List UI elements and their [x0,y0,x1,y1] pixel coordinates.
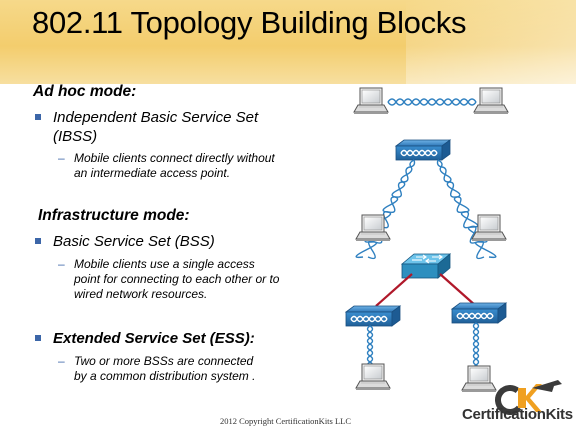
adhoc-laptop-right-icon [473,87,509,115]
adhoc-sub-text: Mobile clients connect directly without … [74,151,275,180]
infra-bullet-text: Basic Service Set (BSS) [53,233,215,250]
ess-wireless-links [366,322,480,372]
bullet-square-icon [35,114,41,120]
adhoc-laptop-left-icon [353,87,389,115]
adhoc-heading: Ad hoc mode: [33,83,137,100]
bss-wireless-links [355,159,497,260]
page-title: 802.11 Topology Building Blocks [32,5,467,40]
logo-text: CertificationKits [462,406,573,423]
bullet-square-icon [35,335,41,341]
ess-laptop-left-icon [355,363,391,391]
dash-icon: – [58,151,65,165]
certificationkits-logo-icon: CK [472,380,562,415]
adhoc-wireless-link [387,98,477,106]
infra-bullet: Basic Service Set (BSS) [35,232,283,251]
bss-laptop-right-icon [471,214,507,242]
infra-heading: Infrastructure mode: [38,207,190,224]
logo-mark: CK [472,383,474,385]
ess-switch-icon [400,253,452,279]
adhoc-bullet: Independent Basic Service Set (IBSS) [35,108,283,146]
adhoc-sub: – Mobile clients connect directly withou… [58,151,284,181]
ess-access-point-right-icon [451,302,507,324]
infra-sub: – Mobile clients use a single access poi… [58,257,284,302]
ess-sub-text: Two or more BSSs are connected by a comm… [74,354,256,383]
infra-sub-text: Mobile clients use a single access point… [74,257,280,301]
bullet-square-icon [35,238,41,244]
dash-icon: – [58,257,65,271]
ess-wired-links [375,273,477,307]
bss-access-point-icon [395,139,451,161]
topology-diagram [345,87,509,393]
adhoc-bullet-text: Independent Basic Service Set (IBSS) [53,109,259,145]
ess-bullet: Extended Service Set (ESS): [35,329,293,348]
title-band [0,0,576,84]
ess-access-point-left-icon [345,305,401,327]
dash-icon: – [58,354,65,368]
ess-bullet-text: Extended Service Set (ESS): [53,330,255,347]
ess-sub: – Two or more BSSs are connected by a co… [58,354,259,384]
footer-copyright: 2012 Copyright CertificationKits LLC [220,416,352,426]
